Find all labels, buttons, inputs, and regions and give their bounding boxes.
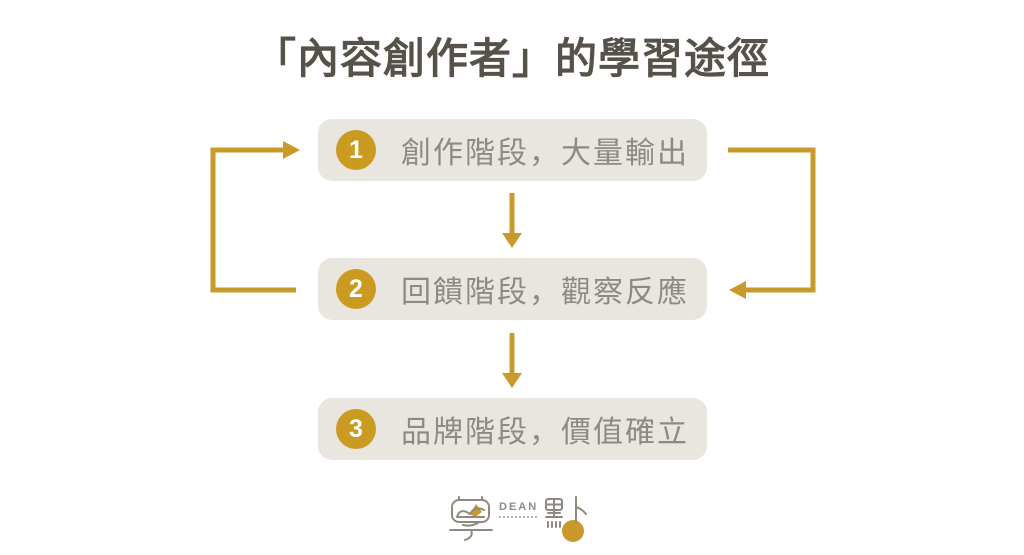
arrow-step1-to-step2-right-line (728, 147, 816, 293)
brand-tagline (499, 516, 537, 518)
xue-book-emblem-icon (449, 496, 493, 541)
arrow-step2-to-step3-down-head (502, 373, 522, 388)
step-number-badge: 1 (336, 130, 376, 170)
step-number-badge: 2 (336, 269, 376, 309)
stage-box-3: 3 品牌階段，價值確立 (318, 398, 707, 460)
arrow-step1-to-step2-right-head (729, 281, 746, 299)
stage-box-1: 1 創作階段，大量輸出 (318, 119, 707, 181)
page-title: 「內容創作者」的學習途徑 (253, 35, 770, 82)
step-label: 創作階段，大量輸出 (401, 137, 689, 170)
arrow-step2-back-to-step1-line (210, 147, 296, 293)
step-label: 回饋階段，觀察反應 (401, 276, 689, 309)
stage-box-2: 2 回饋階段，觀察反應 (318, 258, 707, 320)
arrow-step2-back-to-step1-head (283, 141, 300, 159)
step-label: 品牌階段，價值確立 (401, 416, 689, 449)
step-number-badge: 3 (336, 409, 376, 449)
brand-logo: DEAN (449, 494, 592, 544)
brand-name: DEAN (499, 501, 539, 513)
brand-text-block: DEAN (499, 502, 538, 518)
dian-gold-dot-emblem-icon (545, 496, 588, 542)
arrow-step1-to-step2-down-head (502, 233, 522, 248)
